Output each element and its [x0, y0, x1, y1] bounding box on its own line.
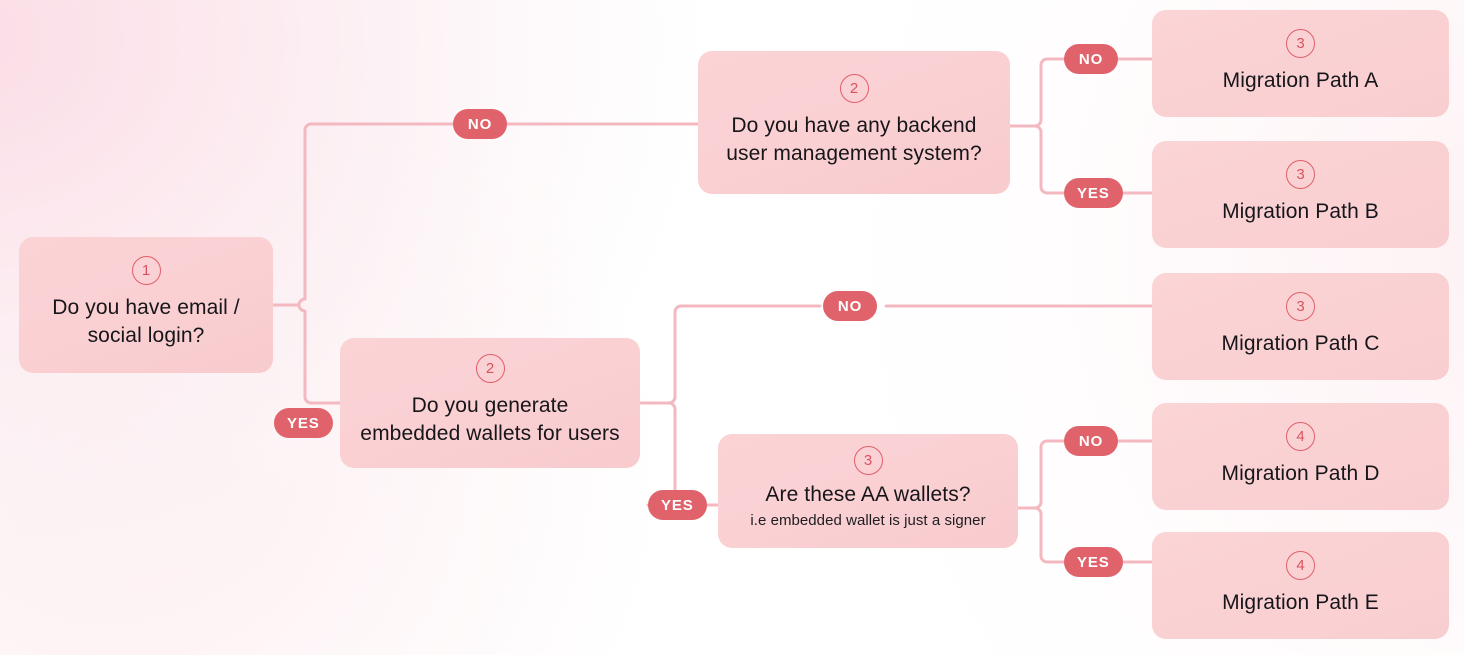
edge-label-q1-yes[interactable]: YES: [274, 408, 333, 438]
wire-q2w-split-up: [661, 304, 822, 405]
step-badge: 3: [1286, 28, 1315, 58]
step-badge: 3: [853, 445, 883, 475]
step-badge: 3: [1286, 291, 1315, 321]
node-title: Migration Path A: [1222, 68, 1379, 92]
step-badge: 4: [1286, 550, 1315, 580]
node-q2-wallets[interactable]: 2 Do you generate embedded wallets for u…: [340, 338, 640, 468]
node-q2-backend[interactable]: 2 Do you have any backend user managemen…: [698, 51, 1010, 194]
wire-q2b-split-up: [1027, 57, 1067, 128]
node-title: Do you have any backend user management …: [726, 113, 982, 165]
node-title: Do you have email / social login?: [52, 296, 240, 347]
node-path-a[interactable]: 3 Migration Path A: [1152, 10, 1449, 117]
node-path-b[interactable]: 3 Migration Path B: [1152, 141, 1449, 248]
edge-label-q3aa-yes[interactable]: YES: [1064, 547, 1123, 577]
step-badge: 4: [1286, 421, 1315, 451]
edge-label-q2w-no[interactable]: NO: [823, 291, 877, 321]
node-path-c[interactable]: 3 Migration Path C: [1152, 273, 1449, 380]
node-title: Do you generate embedded wallets for use…: [360, 394, 620, 445]
node-subtitle: i.e embedded wallet is just a signer: [750, 511, 986, 529]
wire-q3aa-split-down: [1027, 506, 1067, 564]
node-title: Migration Path C: [1221, 331, 1380, 355]
wire-q1-split-down: [290, 303, 342, 405]
wire-q2b-split-down: [1027, 124, 1067, 195]
node-title: Migration Path D: [1221, 461, 1380, 485]
step-badge: 2: [839, 73, 869, 103]
edge-label-q2w-yes[interactable]: YES: [648, 490, 707, 520]
step-badge: 3: [1286, 159, 1315, 189]
node-path-d[interactable]: 4 Migration Path D: [1152, 403, 1449, 510]
node-path-e[interactable]: 4 Migration Path E: [1152, 532, 1449, 639]
edge-label-q2b-yes[interactable]: YES: [1064, 178, 1123, 208]
wire-q1-split-up: [290, 122, 332, 307]
node-title: Migration Path B: [1222, 199, 1379, 223]
step-badge: 2: [475, 354, 505, 384]
wire-q3aa-split-up: [1027, 439, 1067, 510]
node-title: Are these AA wallets?: [765, 482, 971, 506]
edge-label-q1-no[interactable]: NO: [453, 109, 507, 139]
node-title: Migration Path E: [1222, 590, 1379, 614]
step-badge: 1: [131, 256, 161, 286]
edge-label-q3aa-no[interactable]: NO: [1064, 426, 1118, 456]
edge-label-q2b-no[interactable]: NO: [1064, 44, 1118, 74]
node-q3-aa[interactable]: 3 Are these AA wallets? i.e embedded wal…: [718, 434, 1018, 548]
node-q1[interactable]: 1 Do you have email / social login?: [19, 237, 273, 373]
